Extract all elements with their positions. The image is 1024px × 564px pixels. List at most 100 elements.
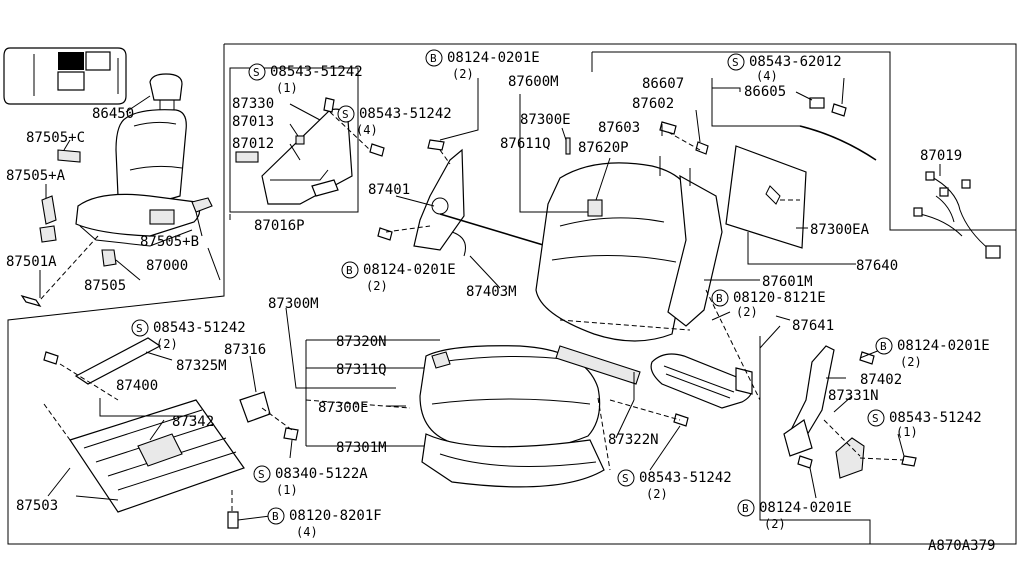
label-87000: 87000	[146, 258, 188, 274]
svg-text:08340-5122A: 08340-5122A	[275, 466, 368, 482]
callout-c1: S 08543-51242 (1)	[248, 63, 363, 95]
label-87505: 87505	[84, 278, 126, 294]
label-87013: 87013	[232, 114, 274, 130]
label-87505c: 87505+C	[26, 130, 85, 146]
cover-87501a	[39, 225, 57, 243]
trim-87322n	[555, 345, 641, 385]
label-87641: 87641	[792, 318, 834, 334]
svg-text:(2): (2)	[366, 279, 388, 293]
svg-text:S: S	[342, 108, 349, 121]
seatback-87600m	[535, 137, 723, 342]
svg-text:(2): (2)	[900, 355, 922, 369]
callout-c5: B 08124-0201E (2)	[341, 261, 456, 293]
svg-text:(1): (1)	[276, 483, 298, 497]
label-87505b: 87505+B	[140, 234, 199, 250]
back-frame-87601m	[667, 174, 723, 327]
callout-c12: S 08543-51242 (2)	[617, 469, 732, 501]
cover-87331n	[835, 437, 865, 479]
label-87301m: 87301M	[336, 440, 387, 456]
cover-87505a	[41, 195, 57, 225]
label-87300e-mid: 87300E	[318, 400, 369, 416]
label-87602: 87602	[632, 96, 674, 112]
slide-rail-87400	[43, 337, 299, 529]
svg-text:08120-8201F: 08120-8201F	[289, 508, 382, 524]
label-87505a: 87505+A	[6, 168, 66, 184]
callout-c3: S 08543-51242 (4)	[337, 105, 452, 137]
frame-lines	[7, 43, 1017, 545]
svg-text:08543-62012: 08543-62012	[749, 54, 842, 70]
svg-text:B: B	[272, 510, 279, 523]
svg-text:08124-0201E: 08124-0201E	[759, 500, 852, 516]
svg-text:(2): (2)	[156, 337, 178, 351]
svg-text:S: S	[136, 322, 143, 335]
label-87620p: 87620P	[578, 140, 629, 156]
label-87016p: 87016P	[254, 218, 305, 234]
guide-86607	[659, 97, 877, 161]
label-86607: 86607	[642, 76, 684, 92]
label-87300e-top: 87300E	[520, 112, 571, 128]
clip-87505c	[57, 149, 81, 163]
svg-text:(1): (1)	[896, 425, 918, 439]
label-87600m: 87600M	[508, 74, 559, 90]
svg-text:(4): (4)	[756, 69, 778, 83]
label-87325m: 87325M	[176, 358, 227, 374]
svg-text:08543-51242: 08543-51242	[270, 64, 363, 80]
svg-text:(4): (4)	[296, 525, 318, 539]
svg-text:B: B	[716, 292, 723, 305]
svg-text:S: S	[732, 56, 739, 69]
label-87400: 87400	[116, 378, 158, 394]
callout-c6: B 08120-8121E (2)	[711, 289, 826, 319]
small-parts-left	[20, 149, 213, 308]
svg-text:08543-51242: 08543-51242	[639, 470, 732, 486]
bracket-87316	[239, 391, 271, 423]
svg-text:B: B	[346, 264, 353, 277]
reference-code: A870A379	[928, 538, 995, 554]
svg-text:(2): (2)	[452, 67, 474, 81]
svg-text:S: S	[622, 472, 629, 485]
label-87603: 87603	[598, 120, 640, 136]
label-87331n: 87331N	[828, 388, 879, 404]
label-87012: 87012	[232, 136, 274, 152]
label-87320n: 87320N	[336, 334, 387, 350]
label-87300ea: 87300EA	[810, 222, 870, 238]
car-location-inset	[3, 47, 127, 105]
clip-87505	[101, 249, 117, 267]
svg-text:08543-51242: 08543-51242	[359, 106, 452, 122]
label-87403m: 87403M	[466, 284, 517, 300]
svg-text:08124-0201E: 08124-0201E	[447, 50, 540, 66]
leader-lines	[39, 77, 941, 521]
svg-text:(4): (4)	[356, 123, 378, 137]
svg-text:S: S	[253, 66, 260, 79]
svg-text:08124-0201E: 08124-0201E	[363, 262, 456, 278]
bracket-box-87016p	[229, 67, 359, 213]
svg-text:B: B	[880, 340, 887, 353]
label-87401: 87401	[368, 182, 410, 198]
svg-text:S: S	[258, 468, 265, 481]
back-board-87300ea	[725, 145, 807, 249]
label-86605: 86605	[744, 84, 786, 100]
callout-c11: B 08120-8201F (4)	[267, 507, 382, 539]
label-87019: 87019	[920, 148, 962, 164]
harness-87019	[913, 171, 1001, 259]
label-87330: 87330	[232, 96, 274, 112]
recliner-87402	[783, 345, 875, 457]
leader-dashes	[39, 111, 905, 512]
svg-text:(2): (2)	[646, 487, 668, 501]
callout-c10: S 08340-5122A (1)	[253, 465, 368, 497]
label-86450: 86450	[92, 106, 134, 122]
callout-c4: S 08543-62012 (4)	[727, 53, 842, 83]
label-87640: 87640	[856, 258, 898, 274]
label-87300m: 87300M	[268, 296, 319, 312]
complete-seat-illustration	[75, 73, 201, 247]
recliner-cover-group	[235, 97, 385, 205]
recliner-87401	[377, 139, 466, 257]
svg-text:(2): (2)	[764, 517, 786, 531]
svg-text:08120-8121E: 08120-8121E	[733, 290, 826, 306]
label-87601m: 87601M	[762, 274, 813, 290]
label-87402: 87402	[860, 372, 902, 388]
label-87342: 87342	[172, 414, 214, 430]
label-87322n: 87322N	[608, 432, 659, 448]
headrest-86450	[149, 73, 183, 101]
